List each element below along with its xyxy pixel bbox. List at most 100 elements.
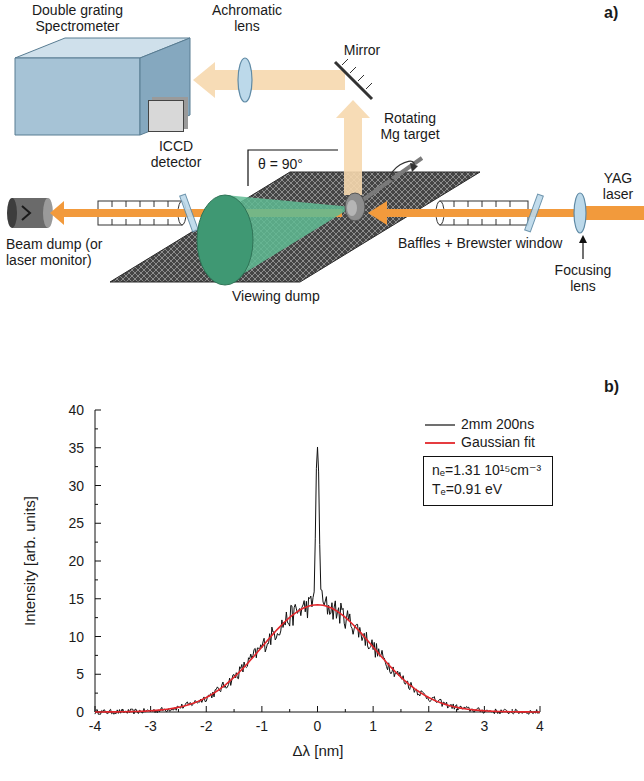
tick-label: 35	[68, 440, 84, 456]
drawing-part	[386, 209, 576, 217]
tick-mark	[95, 447, 101, 448]
drawing-part	[50, 201, 64, 225]
drawing-part	[368, 201, 387, 225]
tick-mark	[95, 523, 101, 524]
light-beam	[193, 62, 345, 98]
angle-bracket	[248, 150, 338, 186]
focusing-lens	[574, 193, 586, 233]
tick-mark	[95, 617, 98, 618]
parameter-text: nₑ=1.31 10¹⁵cm⁻³	[432, 461, 544, 480]
tick-label: -4	[89, 718, 101, 734]
detector-box	[148, 100, 184, 132]
pointer-arrow	[579, 235, 587, 259]
fit-curve	[95, 605, 540, 712]
drawing-part	[410, 163, 418, 172]
drawing-part	[342, 59, 372, 89]
tick-label: 15	[68, 591, 84, 607]
tick-label: 40	[68, 402, 84, 418]
axis-title: Δλ [nm]	[293, 742, 344, 759]
panel-letter: a)	[604, 4, 618, 22]
brewster-window	[180, 194, 199, 232]
drawing-part	[360, 158, 422, 202]
tick-label: 0	[76, 704, 84, 720]
tick-mark	[456, 709, 457, 712]
drawing-part	[248, 150, 338, 186]
axis-title: Intensity [arb. units]	[21, 496, 38, 626]
legend-text: 2mm 200ns	[461, 416, 534, 432]
light-beam	[336, 100, 370, 195]
brewster-window	[525, 194, 544, 232]
tick-mark	[95, 636, 101, 637]
node-label: ICCD detector	[145, 138, 207, 170]
part-label: Baffles + Brewster window	[398, 235, 562, 251]
part-label: YAG laser	[596, 170, 640, 202]
tick-label: 25	[68, 515, 84, 531]
tick-mark	[95, 428, 98, 429]
tick-label: 10	[68, 629, 84, 645]
tick-mark	[373, 706, 374, 712]
detector-node: ICCD detector	[145, 98, 207, 178]
tick-label: 3	[480, 718, 488, 734]
plasma-plume	[197, 195, 352, 285]
tick-mark	[95, 410, 101, 411]
tick-mark	[234, 709, 235, 712]
drawing-part	[335, 62, 372, 99]
drawing-part	[586, 206, 644, 220]
tick-mark	[95, 693, 98, 694]
drawing-part	[140, 38, 190, 135]
mirror-symbol	[335, 59, 372, 99]
tick-label: 20	[68, 553, 84, 569]
drawing-part	[12, 198, 48, 228]
tick-mark	[95, 485, 101, 486]
parameter-box: nₑ=1.31 10¹⁵cm⁻³Tₑ=0.91 eV	[423, 456, 553, 506]
drawing-part	[197, 195, 253, 285]
panel-letter: b)	[604, 378, 619, 396]
tick-label: 4	[536, 718, 544, 734]
spectrometer-node: Double grating SpectrometerICCD detector	[10, 2, 195, 152]
tick-mark	[206, 706, 207, 712]
tick-mark	[95, 504, 98, 505]
tick-mark	[345, 709, 346, 712]
beam-dump	[7, 198, 53, 228]
tick-label: -3	[144, 718, 156, 734]
tick-mark	[95, 561, 101, 562]
part-label: Mirror	[344, 42, 381, 58]
tick-mark	[400, 709, 401, 712]
drawing-part	[347, 200, 357, 216]
part-label: Focusing lens	[543, 262, 623, 294]
tick-mark	[317, 706, 318, 712]
part-label: θ = 90°	[258, 156, 303, 172]
tick-mark	[95, 598, 101, 599]
tick-mark	[95, 466, 98, 467]
tick-mark	[95, 542, 98, 543]
tick-mark	[289, 709, 290, 712]
tick-mark	[178, 709, 179, 712]
drawing-part	[15, 58, 140, 135]
tick-mark	[95, 579, 98, 580]
tick-label: 0	[314, 718, 322, 734]
spectrometer-box	[15, 38, 190, 135]
tick-label: 30	[68, 478, 84, 494]
tick-label: 2	[425, 718, 433, 734]
tick-mark	[95, 674, 101, 675]
tick-mark	[261, 706, 262, 712]
legend-sample	[425, 442, 455, 444]
part-label: Rotating Mg target	[374, 110, 446, 142]
tick-mark	[95, 655, 98, 656]
tick-mark	[540, 706, 541, 712]
rotating-target	[345, 158, 422, 221]
parameter-text: Tₑ=0.91 eV	[432, 480, 544, 499]
tick-label: 5	[76, 666, 84, 682]
tick-label: -1	[256, 718, 268, 734]
legend-text: Gaussian fit	[461, 434, 535, 450]
legend-sample	[425, 424, 455, 425]
node-label: Double grating Spectrometer	[10, 2, 145, 34]
part-label: Beam dump (or laser monitor)	[6, 236, 131, 268]
drawing-part	[579, 235, 587, 243]
part-label: Viewing dump	[232, 288, 320, 304]
drawing-part	[345, 193, 365, 221]
tick-label: -2	[200, 718, 212, 734]
